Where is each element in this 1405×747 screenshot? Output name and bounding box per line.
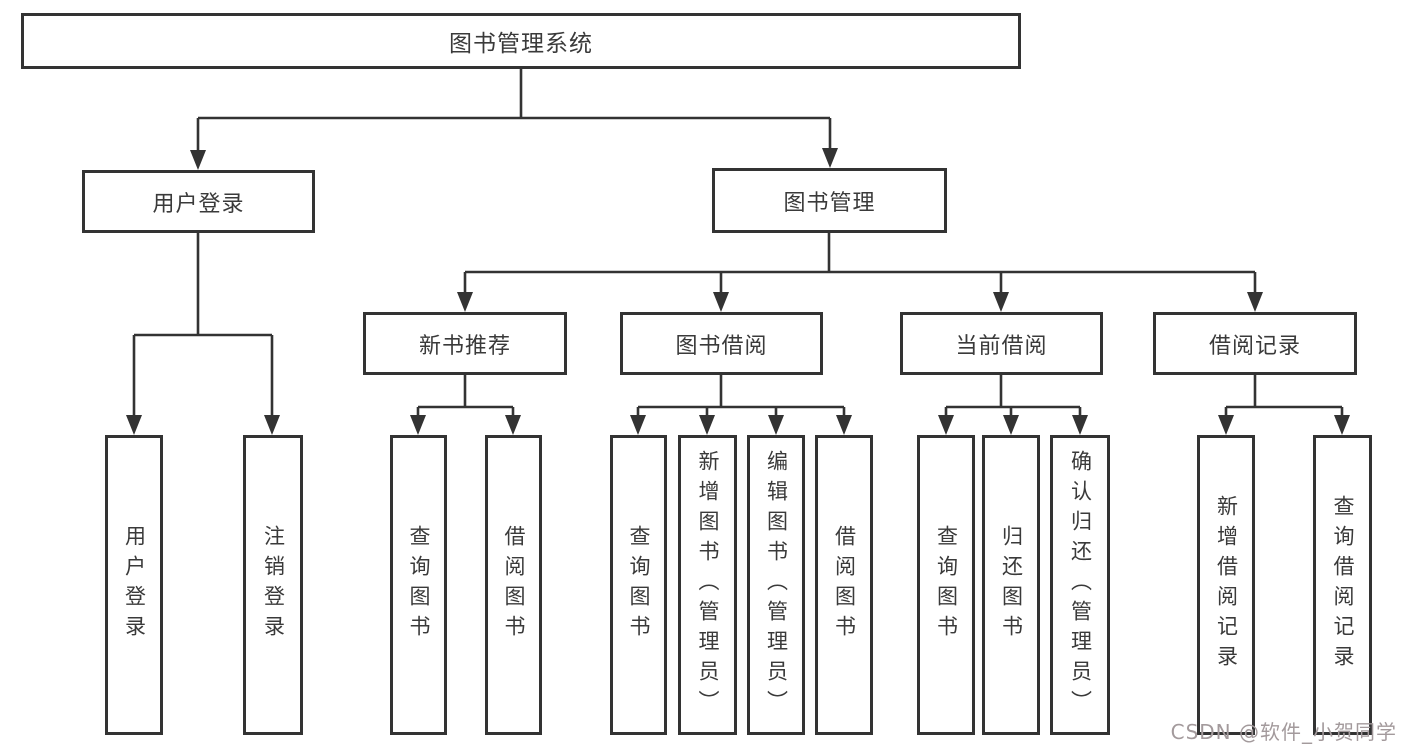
node-library-system: 图书管理系统: [21, 13, 1021, 69]
leaf-borrow-books: 借阅图书: [815, 435, 873, 735]
node-user-login: 用户登录: [82, 170, 315, 233]
node-new-book-recommend: 新书推荐: [363, 312, 567, 375]
leaf-edit-book-admin: 编辑图书（管理员）: [747, 435, 805, 735]
leaf-return-books: 归还图书: [982, 435, 1040, 735]
leaf-add-book-admin: 新增图书（管理员）: [678, 435, 737, 735]
leaf-query-books-borrow: 查询图书: [610, 435, 667, 735]
leaf-query-books-borrow-label: 查询图书: [627, 525, 651, 645]
leaf-logout-label: 注销登录: [261, 525, 286, 645]
leaf-query-books-recommend-label: 查询图书: [407, 525, 431, 645]
leaf-logout: 注销登录: [243, 435, 303, 735]
node-book-borrow: 图书借阅: [620, 312, 823, 375]
watermark: CSDN @软件_小贺同学: [1170, 720, 1397, 744]
leaf-borrow-books-label: 借阅图书: [832, 525, 857, 645]
leaf-return-books-label: 归还图书: [999, 525, 1024, 645]
leaf-query-books-current: 查询图书: [917, 435, 975, 735]
leaf-query-borrow-record: 查询借阅记录: [1313, 435, 1372, 735]
leaf-confirm-return-admin: 确认归还（管理员）: [1050, 435, 1110, 735]
leaf-add-borrow-record-label: 新增借阅记录: [1214, 495, 1239, 675]
node-current-borrow: 当前借阅: [900, 312, 1103, 375]
leaf-query-books-current-label: 查询图书: [934, 525, 959, 645]
leaf-add-borrow-record: 新增借阅记录: [1197, 435, 1255, 735]
leaf-query-borrow-record-label: 查询借阅记录: [1331, 495, 1355, 675]
leaf-borrow-books-recommend-label: 借阅图书: [502, 525, 526, 645]
leaf-user-login-label: 用户登录: [122, 525, 147, 645]
leaf-add-book-admin-label: 新增图书（管理员）: [696, 450, 720, 720]
leaf-query-books-recommend: 查询图书: [390, 435, 447, 735]
node-borrow-records: 借阅记录: [1153, 312, 1357, 375]
leaf-user-login: 用户登录: [105, 435, 163, 735]
leaf-borrow-books-recommend: 借阅图书: [485, 435, 542, 735]
node-book-management: 图书管理: [712, 168, 947, 233]
leaf-edit-book-admin-label: 编辑图书（管理员）: [764, 450, 789, 720]
leaf-confirm-return-admin-label: 确认归还（管理员）: [1068, 450, 1093, 720]
